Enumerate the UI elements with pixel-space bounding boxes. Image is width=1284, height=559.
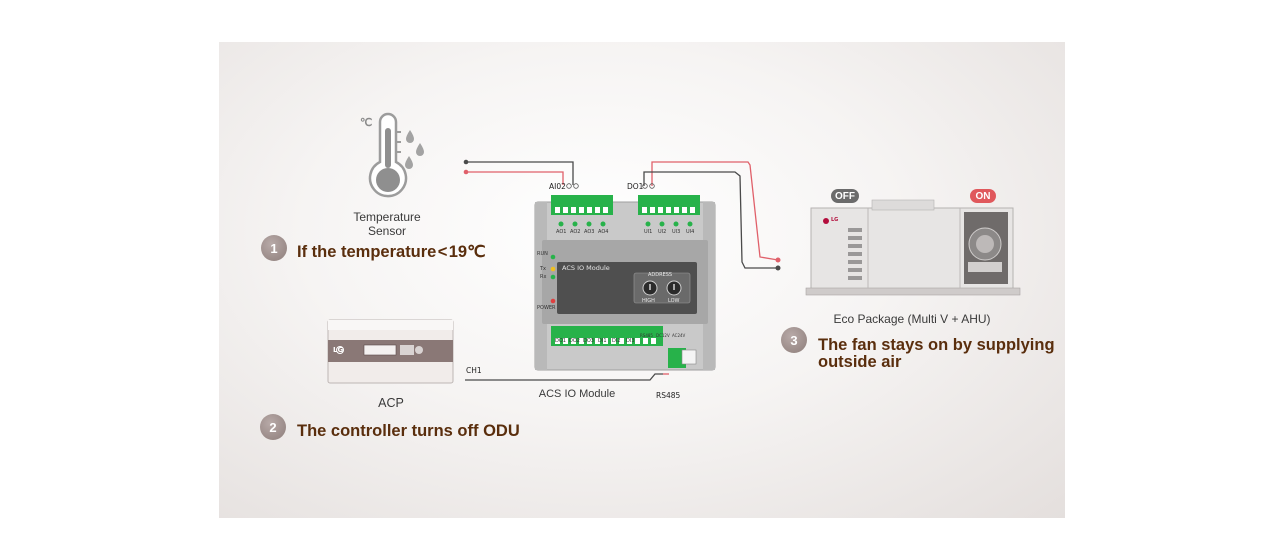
term-di2: DI2: [612, 338, 621, 344]
term-do2: DO2: [569, 338, 580, 344]
term-di1: DI1: [598, 338, 607, 344]
rs485-label: RS485: [656, 391, 681, 400]
step-2-number: 2: [260, 414, 286, 440]
celsius-symbol: ℃: [360, 117, 373, 129]
wires: [463, 159, 781, 381]
term-di3: DI3: [626, 338, 635, 344]
module-screen-title: ACS IO Module: [562, 264, 610, 272]
term-ao2: AO2: [570, 229, 581, 235]
sensor-label: Temperature Sensor: [340, 210, 434, 238]
term-ao3: AO3: [584, 229, 595, 235]
sensor-label-line1: Temperature: [353, 210, 421, 224]
acp-device: [327, 319, 454, 384]
ch1-label: CH1: [466, 366, 482, 375]
term-do1: DO1: [555, 338, 566, 344]
led-tx-label: Tx: [540, 266, 547, 272]
acp-label: ACP: [378, 396, 404, 410]
term-ui4: UI4: [686, 229, 695, 235]
step-2-text: The controller turns off ODU: [297, 422, 520, 440]
step-3-text-line2: outside air: [818, 353, 902, 371]
address-high-label: HIGH: [642, 298, 655, 304]
address-low-label: LOW: [668, 298, 680, 304]
step-1-number: 1: [261, 235, 287, 261]
led-rx-label: Rx: [540, 274, 547, 280]
term-ao4: AO4: [598, 229, 609, 235]
port-header-rs485: RS485: [640, 333, 653, 338]
led-power-label: POWER: [537, 305, 556, 311]
step-3-text-line1: The fan stays on by supplying: [818, 336, 1055, 354]
ai02-label: AI02: [549, 182, 566, 191]
water-drop-icon: [405, 130, 424, 169]
acs-io-module: [534, 183, 716, 371]
thermometer-icon: [368, 112, 408, 198]
port-header-dc12v: DC12V: [656, 333, 670, 338]
step-1-text: If the temperature < 19℃: [297, 243, 486, 261]
step-3-number: 3: [781, 327, 807, 353]
package-label: Eco Package (Multi V + AHU): [833, 312, 991, 326]
term-ui1: UI1: [644, 229, 653, 235]
address-title: ADDRESS: [648, 272, 673, 278]
port-header-ac24v: AC24V: [672, 333, 686, 338]
led-run-label: RUN: [537, 251, 548, 257]
term-do3: DO3: [583, 338, 594, 344]
sensor-label-line2: Sensor: [367, 224, 407, 238]
term-ui2: UI2: [658, 229, 667, 235]
fan-icon: [968, 227, 1002, 272]
module-label: ACS IO Module: [538, 388, 616, 400]
do1-label: DO1: [627, 182, 644, 191]
package-logo: LG: [831, 217, 839, 223]
acp-logo: LG: [333, 346, 344, 354]
term-ao1: AO1: [556, 229, 567, 235]
step-3-text: The fan stays on by supplying outside ai…: [818, 337, 1055, 371]
off-badge: OFF: [831, 189, 859, 203]
eco-package-unit: [805, 199, 1021, 296]
term-ui3: UI3: [672, 229, 681, 235]
on-badge: ON: [970, 189, 996, 203]
